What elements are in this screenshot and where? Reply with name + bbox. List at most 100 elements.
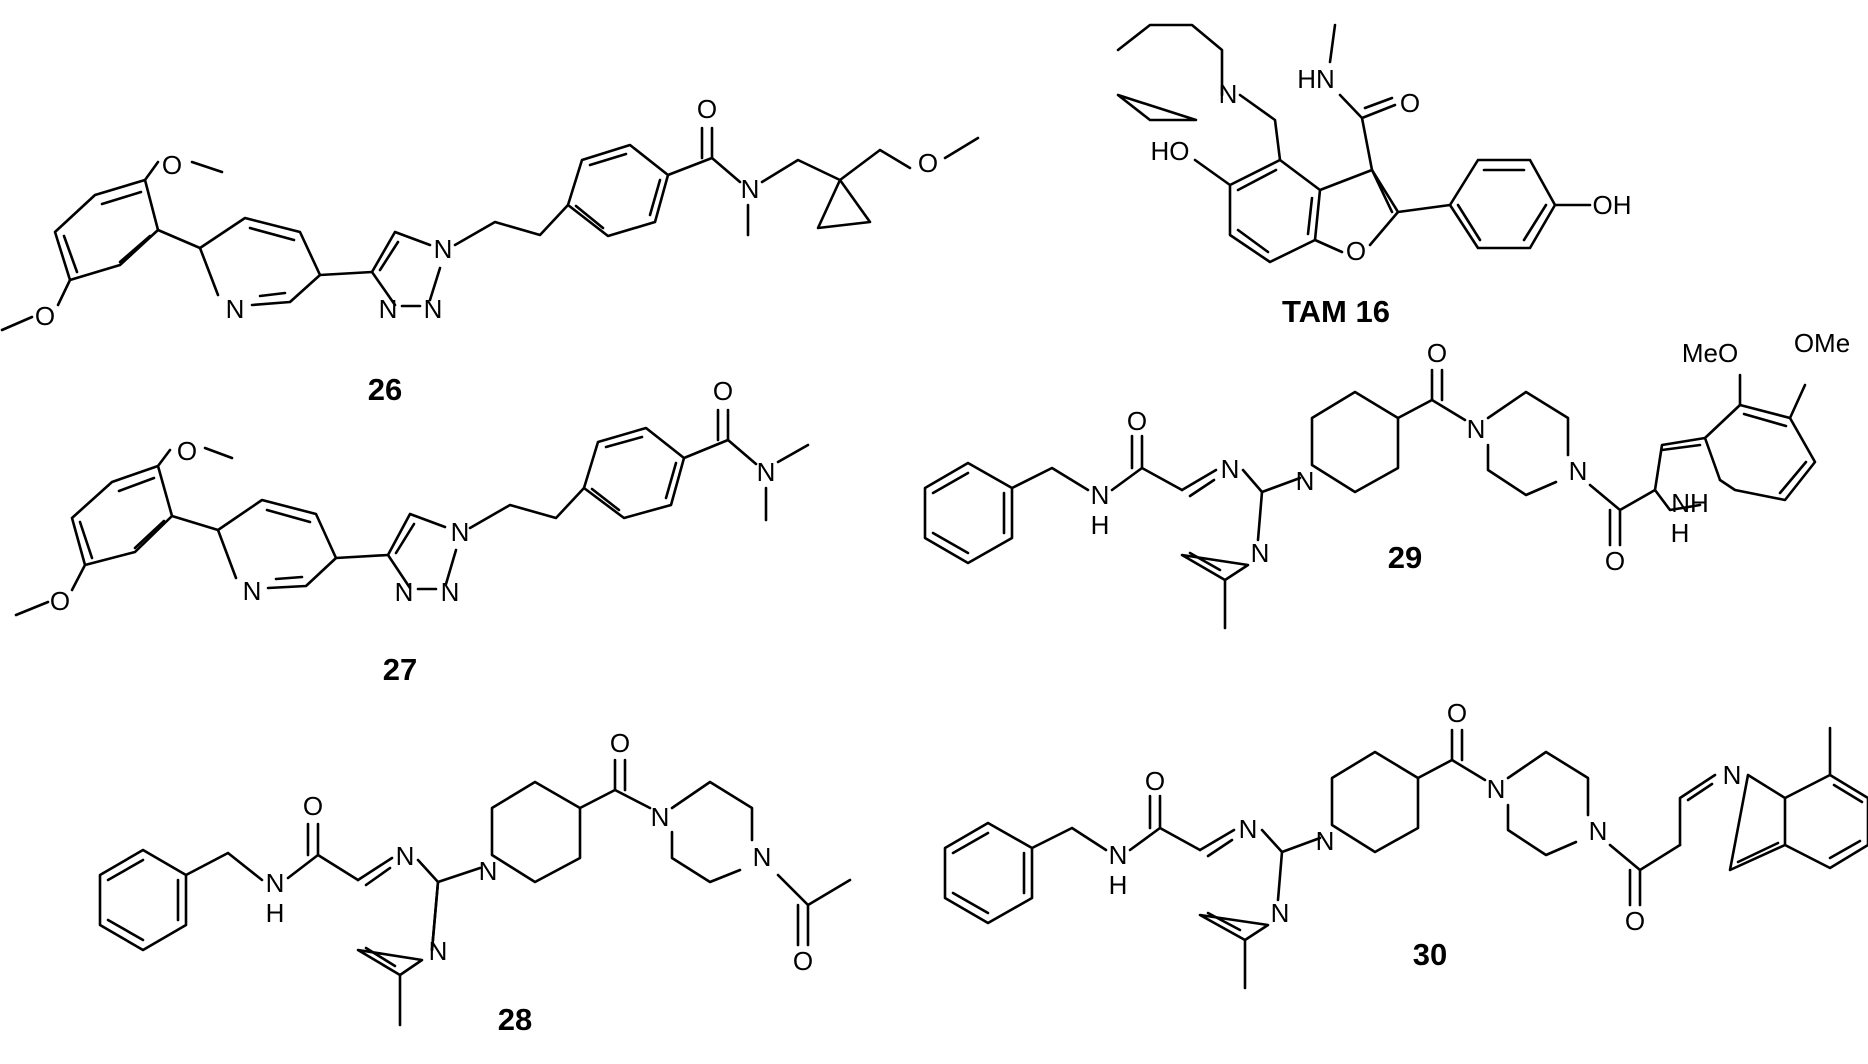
atom-h-amide: H (1091, 510, 1110, 540)
ring-pyrimidine-double (1188, 478, 1222, 572)
atom-n2-piperazine: N (1589, 816, 1608, 846)
compound-label-28: 28 (498, 1002, 532, 1037)
ring-benzene (566, 143, 670, 238)
atom-n1-piperazine: N (651, 802, 670, 832)
bond-ethyl (453, 203, 570, 247)
atom-n-piperidine: N (1296, 466, 1315, 496)
atom-n2-pyrimidine: N (429, 936, 448, 966)
atom-ome-left: MeO (1682, 338, 1738, 368)
ring-benzene-double (574, 152, 662, 230)
atom-o-carbonyl: O (1447, 698, 1467, 728)
atom-n2-piperazine: N (753, 842, 772, 872)
ring-triazole-double (378, 240, 422, 308)
ring-piperidine (1310, 390, 1400, 494)
ring-phenyl (98, 848, 188, 952)
atom-o-amide: O (713, 376, 733, 406)
bond-o-top (156, 448, 172, 468)
atom-o-bottom: O (50, 586, 70, 616)
bond-pyridine-triazole (318, 270, 374, 277)
compound-30: N H O N N N O N N O N 30 (943, 698, 1868, 990)
ring-dimethoxyphenyl-double (62, 190, 152, 274)
atom-n3-triazole: N (395, 577, 414, 607)
ring-piperazine (670, 780, 754, 884)
atom-oh: OH (1593, 190, 1632, 220)
ring-phenol (1448, 158, 1557, 250)
bond-co-double (1130, 434, 1144, 470)
ring-benzene (582, 426, 686, 520)
atom-o-amide: O (1127, 406, 1147, 436)
ring-pyrimidine-double (364, 866, 440, 968)
ring-triazole-double (394, 522, 438, 591)
bond-co-pz (1430, 398, 1467, 422)
ring-triazole (386, 512, 458, 590)
atom-n-pyridine: N (226, 294, 245, 324)
ring-dimethoxyphenyl (53, 178, 160, 282)
bond-pym-pip (1260, 476, 1302, 494)
bond-benzyl (184, 851, 264, 882)
atom-o-amide: O (303, 791, 323, 821)
ring-pyridine-double (248, 226, 296, 298)
ring-piperidine (1330, 750, 1420, 854)
atom-o-carbonyl2: O (1605, 546, 1625, 576)
bond-ethyl (468, 486, 586, 530)
bond-ch2-oether (838, 148, 912, 182)
ring-piperidine (490, 780, 582, 884)
ring-phenyl-double (951, 831, 1026, 915)
bond-ome2 (1788, 383, 1807, 420)
bond-pip-co (1396, 398, 1434, 420)
atom-n-piperidine: N (1316, 826, 1335, 856)
bond-co-pym (1158, 826, 1202, 852)
atom-n1-triazole: N (434, 234, 453, 264)
bond-co-double (1450, 728, 1464, 762)
ring-pyrimidine (356, 856, 440, 977)
bond-pym-pip (436, 866, 482, 884)
bond-pz-co2 (1588, 483, 1622, 512)
ring-phenyl (943, 821, 1034, 925)
atom-h-amide: H (266, 898, 285, 928)
bond-nh-co (1110, 466, 1144, 492)
bond-pz-ac (776, 873, 852, 907)
atom-o-amide: O (1145, 766, 1165, 796)
compound-label-tam16: TAM 16 (1282, 294, 1390, 329)
bond-co-double (716, 408, 730, 442)
bond-carbonyl (666, 156, 714, 177)
ring-phenyl (923, 461, 1014, 565)
bond-o-bottom (70, 563, 87, 592)
compound-label-29: 29 (1388, 540, 1422, 575)
bond-co-double (613, 758, 627, 792)
bond-pyridine-triazole (334, 553, 390, 560)
atom-n2-pyrimidine: N (1251, 538, 1270, 568)
bond-co-double (700, 126, 714, 160)
bond-pip-co (1416, 758, 1454, 780)
atom-n1-triazole: N (451, 517, 470, 547)
bond-me-top (203, 446, 234, 460)
bond-amide (1338, 93, 1397, 172)
atom-n-amide: N (1109, 840, 1128, 870)
atom-n-amide: N (1091, 480, 1110, 510)
bond-co-pym (316, 853, 360, 882)
atom-n3-triazole: N (379, 294, 398, 324)
ring-pyrimidine-double (1206, 838, 1242, 932)
atom-o-amide: O (697, 94, 717, 124)
atom-n1-piperazine: N (1467, 414, 1486, 444)
bond-co2-double (1628, 868, 1642, 907)
bond-co-pz (1450, 758, 1487, 782)
bond-o-bottom (56, 278, 72, 307)
bond-benzyl (1030, 826, 1108, 852)
atom-n-amide: N (266, 868, 285, 898)
ring-furan (1313, 168, 1400, 254)
bond-co-double (1363, 96, 1394, 110)
ring-pyridine-b (216, 528, 238, 580)
atom-n1-pyrimidine: N (1221, 454, 1240, 484)
compound-28: N H O N N N O N N O 28 (98, 728, 852, 1037)
bond-pz-co2 (1608, 843, 1642, 872)
atom-n1-piperazine: N (1487, 774, 1506, 804)
ring-pyrrole-double (1660, 443, 1702, 452)
atom-o-top: O (162, 150, 182, 180)
ring-piperidine (1116, 23, 1224, 122)
ring-benzo-double (1236, 168, 1314, 254)
bond-aryl-pyridine (156, 228, 202, 250)
bond-benzyl (1010, 466, 1090, 492)
bond-n-me1 (776, 443, 810, 464)
ring-triazole (370, 230, 442, 307)
